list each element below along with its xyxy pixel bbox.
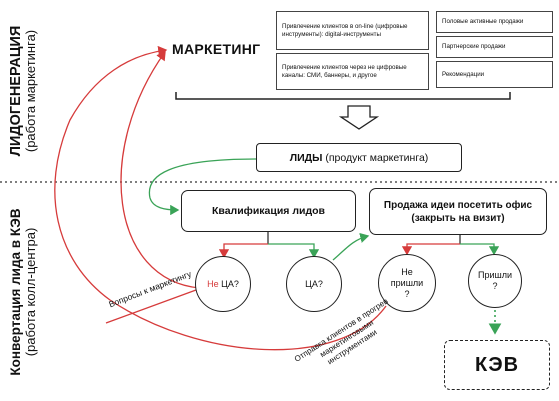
channels-brace	[175, 92, 511, 100]
side-label-conversion-sub: (работа колл-центра)	[23, 227, 38, 357]
channel-recommend-text: Рекомендации	[442, 70, 485, 78]
ca-text: ЦА?	[305, 278, 323, 289]
not-came-circle: Не пришли ?	[378, 254, 436, 312]
not-ca-to-marketing-arrow	[120, 50, 201, 289]
not-came-to-marketing-arrow	[54, 45, 387, 351]
leads-bold: ЛИДЫ	[289, 151, 323, 164]
kev-text: КЭВ	[474, 353, 520, 376]
leads-box: ЛИДЫ (продукт маркетинга)	[256, 143, 462, 172]
channel-recommend-box: Рекомендации	[436, 61, 553, 88]
came-circle: Пришли ?	[468, 254, 522, 308]
not-ca-circle: Не ЦА?	[195, 256, 251, 312]
sell-idea-text: Продажа идеи посетить офис (закрыть на в…	[383, 199, 533, 224]
came-text: Пришли ?	[478, 270, 513, 291]
not-ca-prefix: Не	[207, 278, 219, 289]
ca-to-sell-arrow	[332, 232, 370, 261]
qual-to-ca	[268, 243, 320, 259]
channel-sexual-text: Половые активные продажи	[442, 18, 524, 25]
sell-idea-box: Продажа идеи посетить офис (закрыть на в…	[369, 188, 547, 235]
leads-to-qualification-arrow	[148, 158, 257, 216]
leads-rest: (продукт маркетинга)	[322, 151, 429, 164]
channel-sexual-box: Половые активные продажи	[436, 11, 553, 33]
side-label-leadgen-sub: (работа маркетинга)	[23, 29, 38, 153]
channel-partner-text: Партнерские продажи	[442, 43, 506, 50]
qualification-box: Квалификация лидов	[181, 190, 356, 232]
channel-offline-box: Привлечение клиентов через не цифровые к…	[276, 53, 429, 90]
questions-underline	[105, 289, 197, 324]
sell-to-not-came	[401, 243, 460, 256]
not-came-text: Не пришли ?	[390, 266, 424, 299]
channel-partner-box: Партнерские продажи	[436, 36, 553, 58]
channel-online-text: Привлечение клиентов в on-line (цифровые…	[282, 22, 408, 38]
qual-to-not-ca	[218, 243, 268, 259]
not-ca-suffix: ЦА?	[218, 278, 239, 289]
kev-box: КЭВ	[444, 340, 550, 390]
ca-circle: ЦА?	[286, 256, 342, 312]
channel-offline-text: Привлечение клиентов через не цифровые к…	[282, 63, 407, 79]
qualification-text: Квалификация лидов	[211, 205, 326, 217]
marketing-title: МАРКЕТИНГ	[172, 41, 261, 57]
channel-online-box: Привлечение клиентов в on-line (цифровые…	[276, 11, 429, 50]
down-hollow-arrow	[338, 105, 380, 130]
sell-to-came	[460, 243, 500, 256]
